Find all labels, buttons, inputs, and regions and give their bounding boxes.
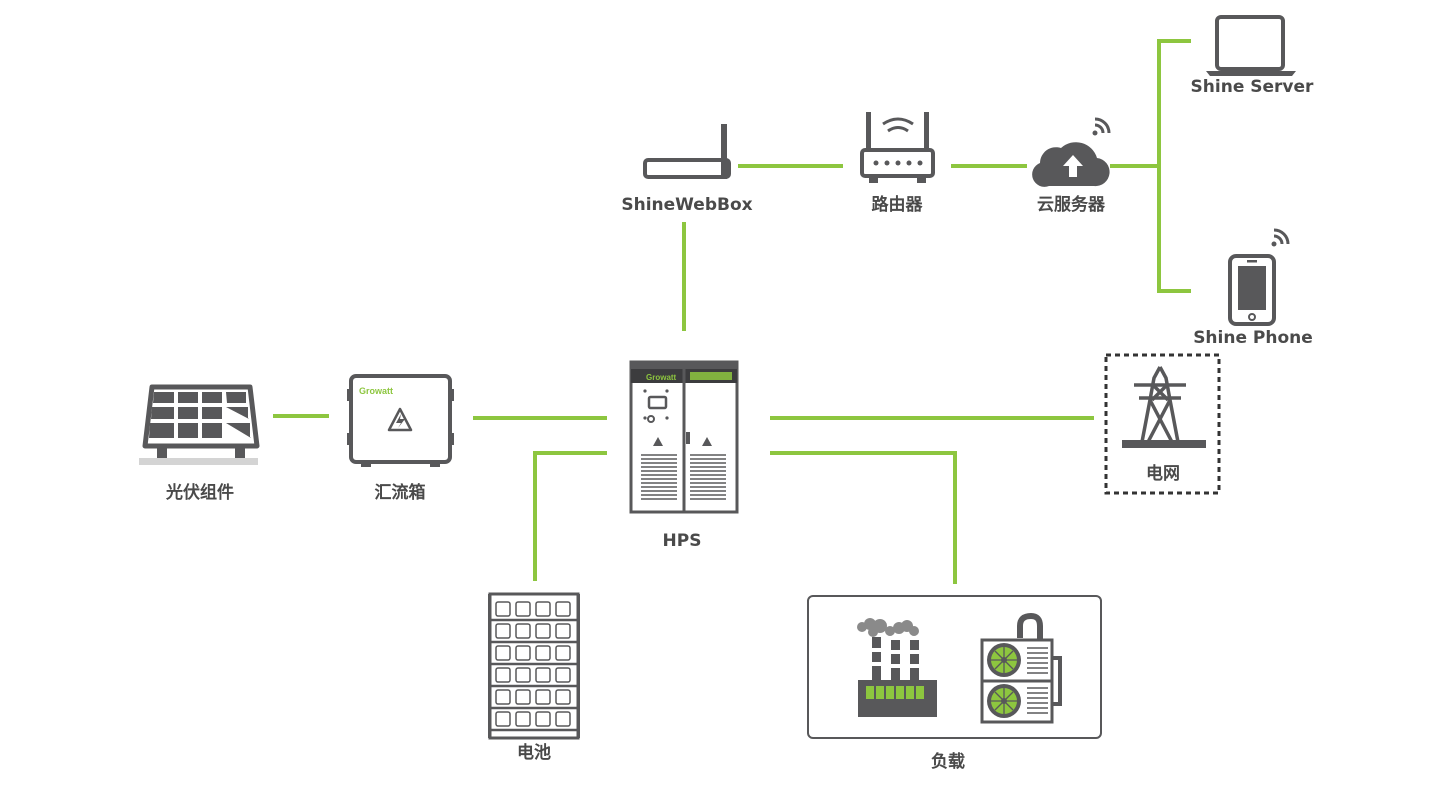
battery-cell — [495, 667, 511, 683]
battery-cell — [515, 711, 531, 727]
battery-cell — [515, 667, 531, 683]
battery-cell — [515, 689, 531, 705]
shine-webbox-label: ShineWebBox — [621, 195, 752, 215]
solar-panel-icon — [139, 384, 260, 465]
hps-label: HPS — [663, 531, 702, 551]
grid-label: 电网 — [1146, 463, 1180, 484]
transmission-tower-icon — [1134, 366, 1186, 444]
cloud-server-node[interactable]: 云服务器 — [1032, 117, 1111, 215]
battery-cell — [535, 711, 551, 727]
wifi-signal-icon — [1092, 117, 1111, 136]
battery-cell — [555, 667, 571, 683]
battery-cell — [515, 645, 531, 661]
battery-cell — [495, 601, 511, 617]
battery-rack-icon — [488, 592, 580, 740]
fan-icon — [987, 643, 1021, 677]
battery-cell — [535, 689, 551, 705]
shine-phone-label: Shine Phone — [1193, 328, 1313, 348]
fan-icon — [987, 684, 1021, 718]
battery-cell — [555, 623, 571, 639]
battery-node[interactable]: 电池 — [488, 592, 580, 763]
battery-label: 电池 — [517, 742, 551, 763]
wifi-router-icon — [860, 112, 935, 183]
cloud-upload-icon — [1032, 142, 1110, 187]
battery-cell — [515, 623, 531, 639]
battery-cell — [555, 645, 571, 661]
factory-icon — [857, 618, 937, 717]
connection-lines — [273, 39, 1191, 584]
combiner-box-label: 汇流箱 — [375, 482, 426, 503]
battery-cell — [555, 601, 571, 617]
laptop-icon — [1206, 15, 1296, 76]
hps-cabinet-icon: Growatt — [629, 360, 739, 514]
pv-modules-node[interactable]: 光伏组件 — [139, 384, 260, 503]
battery-cell — [535, 601, 551, 617]
pv-modules-label: 光伏组件 — [165, 482, 234, 503]
battery-cell — [535, 645, 551, 661]
load-label: 负载 — [931, 751, 965, 772]
battery-cell — [495, 711, 511, 727]
combiner-brand-logo: Growatt — [359, 386, 393, 396]
air-conditioner-icon — [980, 612, 1062, 724]
hps-vent-left — [641, 454, 677, 500]
hps-vent-right — [690, 454, 726, 500]
smartphone-icon — [1228, 254, 1276, 326]
warning-icon — [387, 407, 413, 432]
router-icon — [643, 124, 731, 179]
hps-node[interactable]: Growatt — [629, 360, 739, 551]
router-node[interactable]: 路由器 — [860, 112, 935, 215]
combiner-box-icon: Growatt — [347, 374, 454, 467]
grid-frame — [1104, 353, 1221, 495]
hps-brand-logo: Growatt — [646, 373, 677, 382]
link-hps-load — [770, 451, 957, 584]
battery-cell — [555, 689, 571, 705]
battery-cell — [495, 623, 511, 639]
shine-server-label: Shine Server — [1191, 77, 1314, 97]
load-frame — [807, 595, 1102, 739]
cloud-server-label: 云服务器 — [1037, 194, 1106, 215]
wifi-signal-icon — [1271, 228, 1290, 247]
battery-cells — [490, 601, 578, 732]
shine-server-node[interactable]: Shine Server — [1191, 15, 1314, 97]
battery-cell — [535, 667, 551, 683]
shine-phone-node[interactable]: Shine Phone — [1193, 228, 1313, 348]
link-battery-hps — [533, 451, 607, 581]
shine-webbox-node[interactable]: ShineWebBox — [621, 124, 753, 215]
router-label: 路由器 — [872, 194, 924, 215]
battery-cell — [555, 711, 571, 727]
battery-cell — [495, 689, 511, 705]
grid-node[interactable]: 电网 — [1104, 353, 1221, 495]
combiner-box-node[interactable]: Growatt 汇流箱 — [347, 374, 454, 503]
battery-cell — [535, 623, 551, 639]
link-hub-server — [1157, 39, 1191, 293]
battery-cell — [515, 601, 531, 617]
load-node[interactable]: 负载 — [807, 595, 1102, 772]
battery-cell — [495, 645, 511, 661]
